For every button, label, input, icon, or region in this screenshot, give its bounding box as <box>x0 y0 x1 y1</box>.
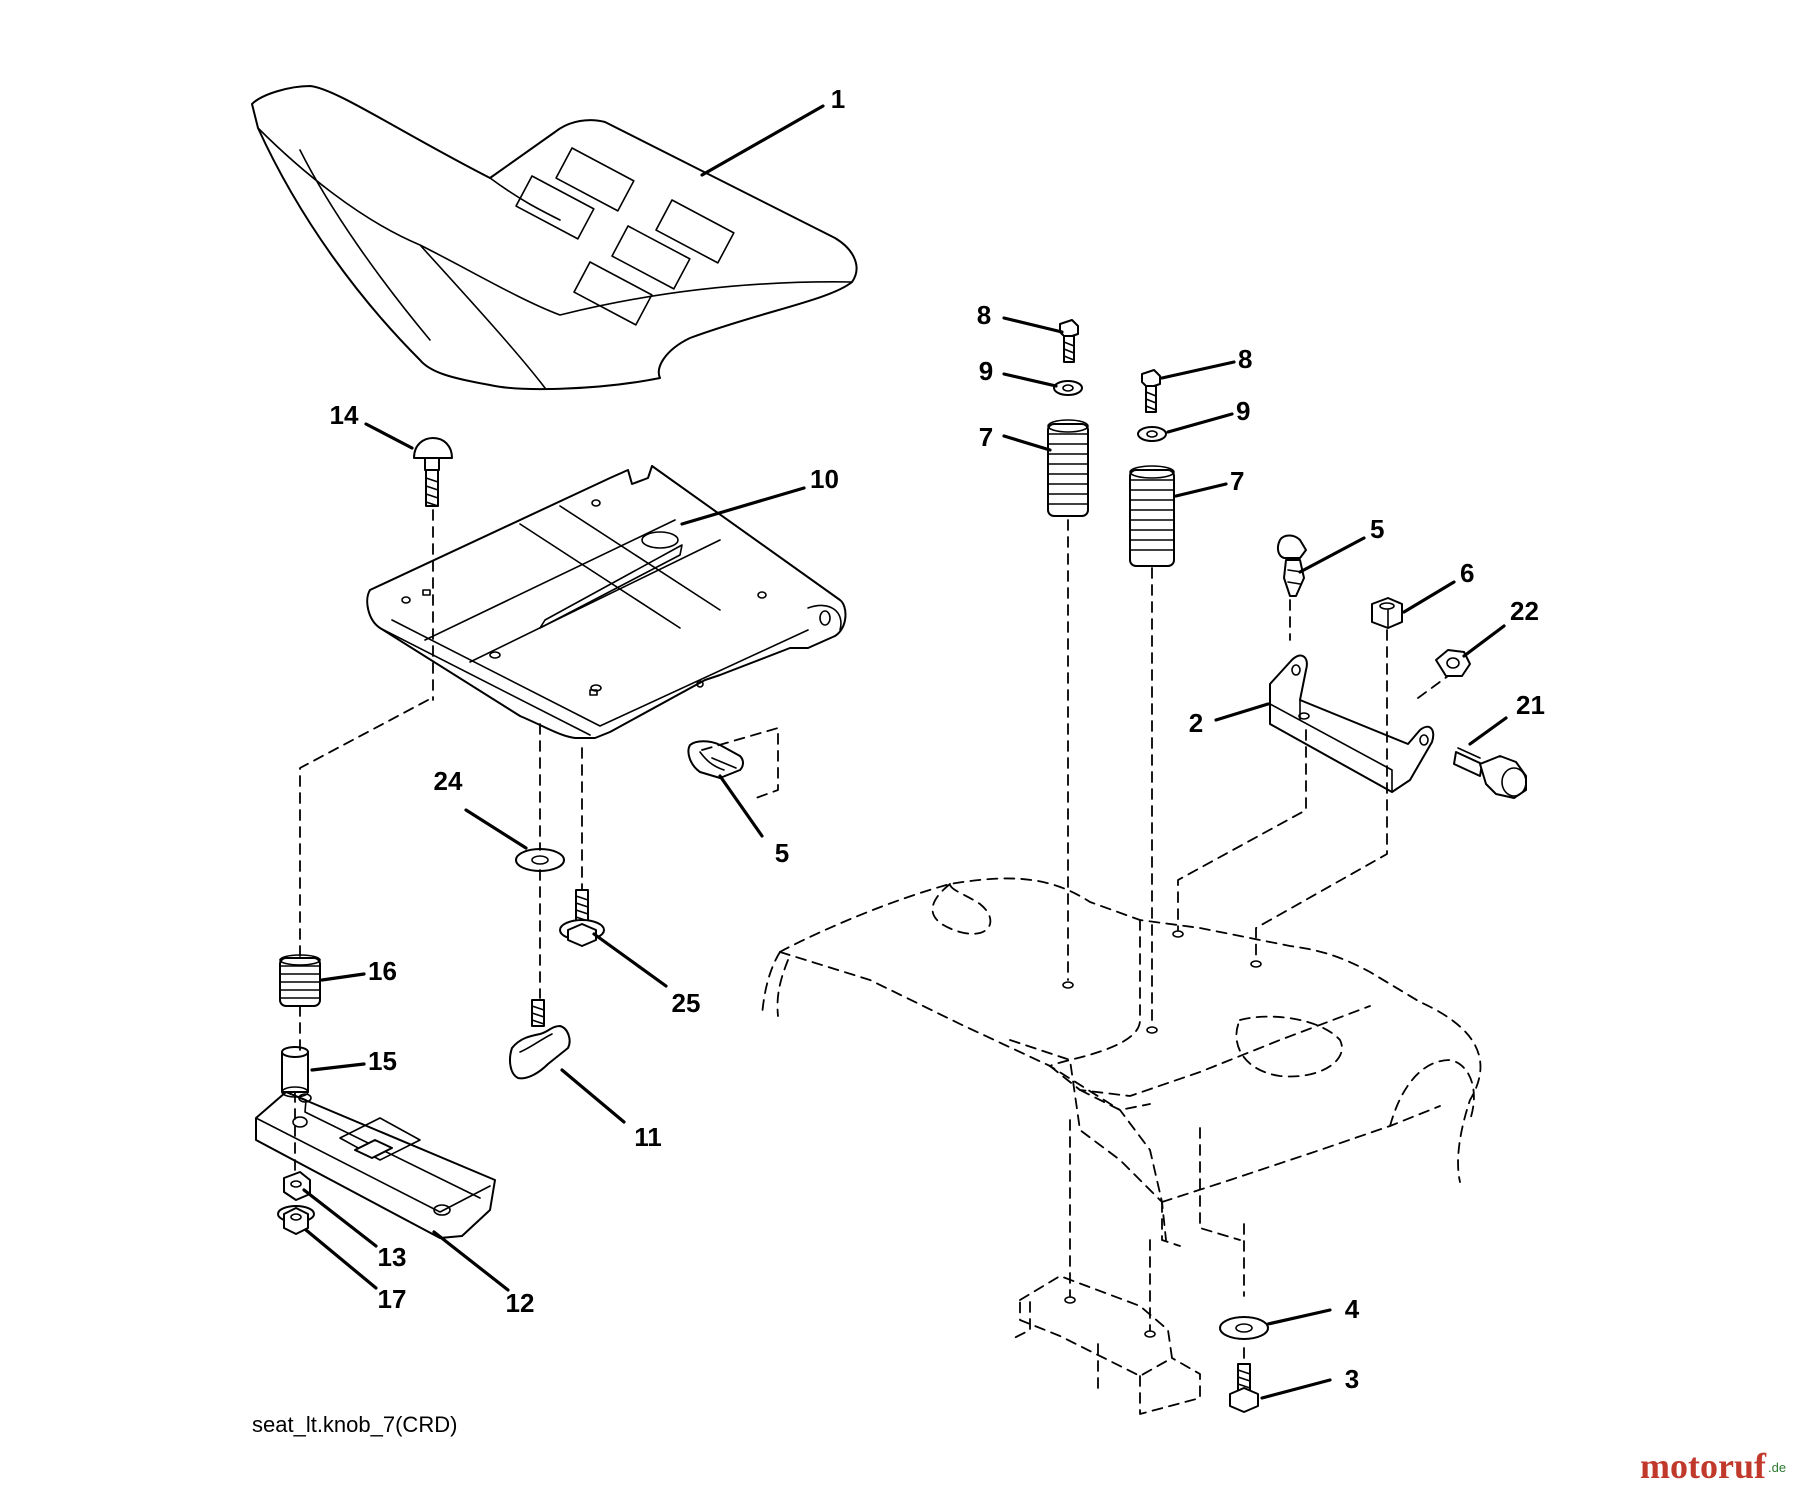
callout-10: 10 <box>810 464 839 494</box>
callout-9-right: 9 <box>1236 396 1250 426</box>
callout-17: 17 <box>378 1284 407 1314</box>
washer-4-part <box>1219 1316 1269 1340</box>
callout-14: 14 <box>330 400 359 430</box>
callout-12: 12 <box>506 1288 535 1318</box>
nut-22-part <box>1435 649 1471 677</box>
callout-6: 6 <box>1460 558 1474 588</box>
seat-pan-part <box>366 465 847 739</box>
spring-7b-part <box>1129 465 1175 567</box>
fender-hidden-outline <box>761 877 1482 1415</box>
knob-11-part <box>509 999 571 1080</box>
seat-part <box>251 85 858 391</box>
watermark-suffix: .de <box>1768 1460 1786 1475</box>
callout-22: 22 <box>1510 596 1539 626</box>
callout-15: 15 <box>368 1046 397 1076</box>
callout-8-right: 8 <box>1238 344 1252 374</box>
callout-5-right: 5 <box>1370 514 1384 544</box>
diagram-caption: seat_lt.knob_7(CRD) <box>252 1412 457 1437</box>
callout-labels: 1 8 8 9 9 7 7 14 10 5 5 6 22 2 21 24 25 … <box>330 84 1545 1394</box>
watermark-name: motoruf <box>1640 1446 1767 1486</box>
bolt-8b-part <box>1141 369 1161 413</box>
bolt-8a-part <box>1059 319 1079 363</box>
callout-21: 21 <box>1516 690 1545 720</box>
leader-lines <box>302 104 1508 1400</box>
nut-13-part <box>283 1171 311 1201</box>
bolt-3-part <box>1229 1363 1259 1413</box>
callout-25: 25 <box>672 988 701 1018</box>
callout-7-left: 7 <box>979 422 993 452</box>
callout-2: 2 <box>1189 708 1203 738</box>
assembly-lines <box>294 509 1449 1387</box>
callout-24: 24 <box>434 766 463 796</box>
callout-13: 13 <box>378 1242 407 1272</box>
seat-slide-part <box>255 1091 496 1239</box>
spring-16-part <box>279 954 321 1007</box>
callout-9-left: 9 <box>979 356 993 386</box>
spacer-15-part <box>281 1046 309 1098</box>
spring-7a-part <box>1047 419 1089 517</box>
washer-9b-part <box>1137 426 1167 442</box>
clip-5b-part <box>1276 534 1307 597</box>
callout-1: 1 <box>831 84 845 114</box>
callout-5-left: 5 <box>775 838 789 868</box>
carriage-bolt-14-part <box>413 437 453 507</box>
callout-3: 3 <box>1345 1364 1359 1394</box>
nut-17-part <box>277 1205 315 1235</box>
callout-16: 16 <box>368 956 397 986</box>
callout-4: 4 <box>1345 1294 1360 1324</box>
washer-24-part <box>515 848 565 872</box>
bolt-21-part <box>1453 747 1527 799</box>
callout-8-left: 8 <box>977 300 991 330</box>
bracket-2-part <box>1269 654 1435 793</box>
callout-11: 11 <box>634 1122 662 1152</box>
watermark-logo: motoruf .de <box>1640 1446 1786 1486</box>
washer-9a-part <box>1053 380 1083 396</box>
clip-5a-part <box>687 740 744 779</box>
callout-7-right: 7 <box>1230 466 1244 496</box>
nut-6-part <box>1371 597 1403 629</box>
